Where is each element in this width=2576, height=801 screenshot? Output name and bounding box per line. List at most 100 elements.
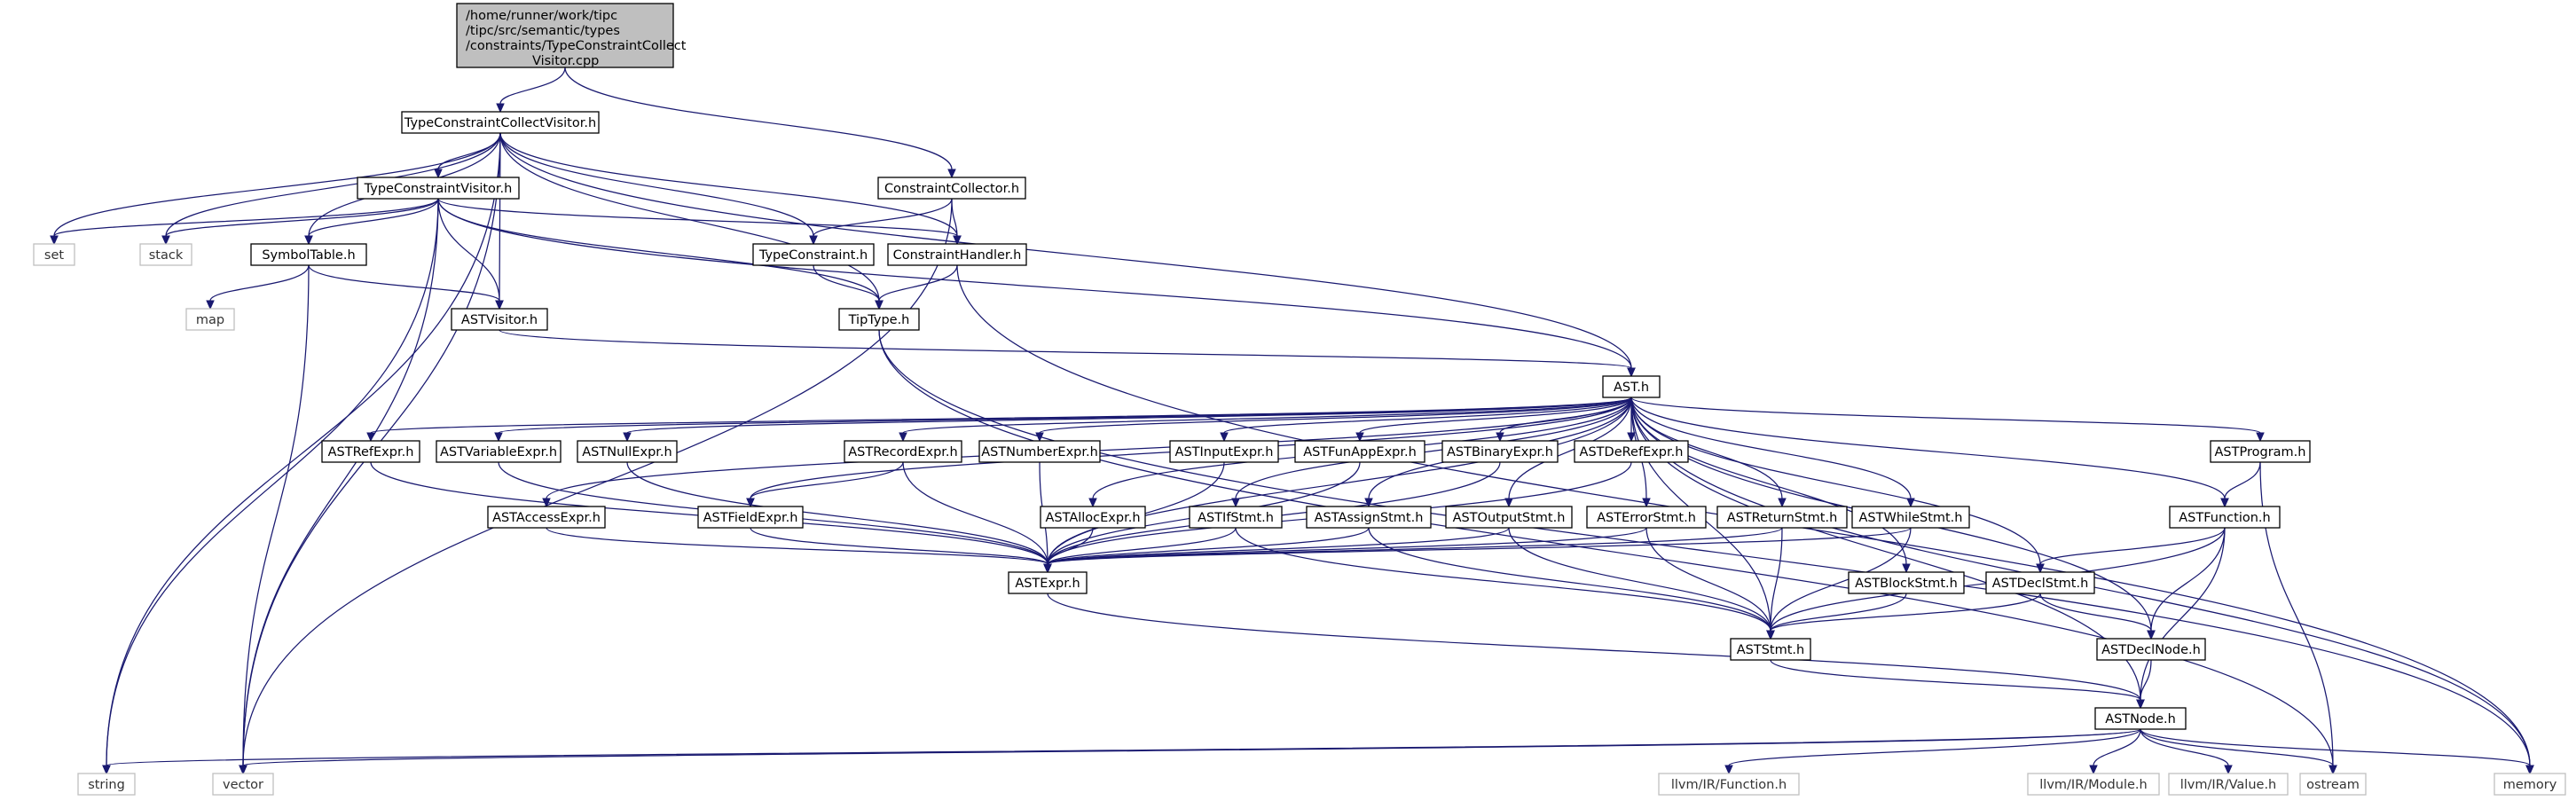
edge-line (1047, 527, 1647, 565)
node-astblockstmt-h[interactable]: ASTBlockStmt.h (1848, 571, 1965, 594)
edge-line (1770, 527, 1912, 632)
edge-line (308, 198, 439, 237)
edge-line (499, 132, 1632, 369)
edge-line (878, 329, 2531, 766)
node-astreturnstmt-h[interactable]: ASTReturnStmt.h (1716, 506, 1848, 529)
edge-root-to-tccv_h (496, 67, 566, 114)
node-astinputexpr-h[interactable]: ASTInputExpr.h (1169, 440, 1279, 463)
edge-line (499, 132, 814, 237)
edge-cc_h-to-tc_h (809, 198, 953, 246)
node-string[interactable]: string (77, 773, 136, 796)
edge-line (750, 461, 904, 499)
node-astrefexpr-h[interactable]: ASTRefExpr.h (321, 440, 420, 463)
edge-tcv_h-to-stack (161, 198, 439, 246)
edge-line (626, 397, 1632, 434)
node-astexpr-h[interactable]: ASTExpr.h (1008, 571, 1088, 594)
edge-arrowhead (2147, 630, 2156, 640)
node-astdeclstmt-h[interactable]: ASTDeclStmt.h (1985, 571, 2095, 594)
node-vector[interactable]: vector (212, 773, 274, 796)
node-astnullexpr-h[interactable]: ASTNullExpr.h (577, 440, 678, 463)
svg-text:llvm/IR/Value.h: llvm/IR/Value.h (2180, 778, 2277, 792)
edge-ifstmt-to-expr (1043, 527, 1237, 574)
node-astifstmt-h[interactable]: ASTIfStmt.h (1189, 506, 1283, 529)
node-astfunappexpr-h[interactable]: ASTFunAppExpr.h (1294, 440, 1425, 463)
node-astrecordexpr-h[interactable]: ASTRecordExpr.h (844, 440, 962, 463)
node-llvm-ir-function-h[interactable]: llvm/IR/Function.h (1658, 773, 1800, 796)
node-typeconstraintcollectvisitor-h[interactable]: TypeConstraintCollectVisitor.h (401, 111, 600, 134)
root-file-node[interactable]: /home/runner/work/tipc /tipc/src/semanti… (456, 3, 687, 68)
svg-text:ASTRefExpr.h: ASTRefExpr.h (328, 445, 414, 459)
node-astassignstmt-h[interactable]: ASTAssignStmt.h (1306, 506, 1432, 529)
node-aststmt-h[interactable]: ASTStmt.h (1730, 638, 1811, 661)
svg-text:ASTBlockStmt.h: ASTBlockStmt.h (1855, 577, 1958, 591)
edge-line (165, 132, 501, 237)
node-asterrorstmt-h[interactable]: ASTErrorStmt.h (1586, 506, 1707, 529)
node-llvm-ir-module-h[interactable]: llvm/IR/Module.h (2027, 773, 2160, 796)
edge-tcv_h-to-vector (239, 198, 439, 775)
edge-declnode-to-astnode (2136, 659, 2152, 710)
edge-fieldexpr-to-expr (750, 527, 1052, 574)
node-astbinaryexpr-h[interactable]: ASTBinaryExpr.h (1441, 440, 1559, 463)
node-typeconstraintvisitor-h[interactable]: TypeConstraintVisitor.h (357, 177, 520, 200)
svg-text:map: map (196, 313, 224, 327)
edge-tcv_h-to-ast (437, 198, 1636, 378)
edge-ch_h-to-tiptype (875, 264, 958, 310)
edge-arrowhead (161, 235, 170, 246)
svg-text:ASTAssignStmt.h: ASTAssignStmt.h (1315, 511, 1424, 525)
edge-line (499, 329, 1632, 369)
node-llvm-ir-value-h[interactable]: llvm/IR/Value.h (2168, 773, 2289, 796)
node-constraintcollector-h[interactable]: ConstraintCollector.h (877, 177, 1026, 200)
edge-line (242, 264, 310, 766)
edge-arrowhead (496, 103, 505, 114)
node-set[interactable]: set (33, 243, 75, 266)
edge-line (902, 461, 1048, 565)
edge-line (2140, 527, 2226, 701)
edge-ast-to-numexpr (1035, 397, 1632, 443)
edges-layer (50, 67, 2534, 775)
node-stack[interactable]: stack (139, 243, 192, 266)
edge-declstmt-to-stmt (1766, 593, 2041, 640)
edge-tcv_h-to-ch_h (437, 198, 962, 246)
node-astwhilestmt-h[interactable]: ASTWhileStmt.h (1851, 506, 1970, 529)
node-astprogram-h[interactable]: ASTProgram.h (2210, 440, 2311, 463)
node-tiptype-h[interactable]: TipType.h (838, 308, 920, 331)
node-astaccessexpr-h[interactable]: ASTAccessExpr.h (487, 506, 606, 529)
node-astfunction-h[interactable]: ASTFunction.h (2169, 506, 2281, 529)
edge-line (308, 264, 500, 302)
edge-line (499, 132, 958, 237)
node-map[interactable]: map (185, 308, 235, 331)
node-symboltable-h[interactable]: SymbolTable.h (250, 243, 367, 266)
edge-arrowhead (494, 432, 503, 443)
node-ast-h[interactable]: AST.h (1602, 375, 1661, 398)
node-astallocexpr-h[interactable]: ASTAllocExpr.h (1040, 506, 1146, 529)
node-astoutputstmt-h[interactable]: ASTOutputStmt.h (1445, 506, 1573, 529)
svg-text:ASTAccessExpr.h: ASTAccessExpr.h (492, 511, 601, 525)
edge-arrowhead (1766, 630, 1775, 640)
edge-line (878, 329, 2334, 766)
node-ostream[interactable]: ostream (2299, 773, 2367, 796)
edge-function-to-declnode (2147, 527, 2226, 640)
edge-arrowhead (953, 235, 962, 246)
node-astvariableexpr-h[interactable]: ASTVariableExpr.h (436, 440, 562, 463)
node-astvisitor-h[interactable]: ASTVisitor.h (451, 308, 548, 331)
edge-arrowhead (875, 300, 884, 310)
svg-text:llvm/IR/Module.h: llvm/IR/Module.h (2039, 778, 2147, 792)
node-astfieldexpr-h[interactable]: ASTFieldExpr.h (697, 506, 804, 529)
node-astnumberexpr-h[interactable]: ASTNumberExpr.h (978, 440, 1101, 463)
node-typeconstraint-h[interactable]: TypeConstraint.h (752, 243, 875, 266)
node-constrainthandler-h[interactable]: ConstraintHandler.h (887, 243, 1027, 266)
edge-line (1630, 397, 2226, 499)
svg-text:ASTDeclNode.h: ASTDeclNode.h (2101, 643, 2201, 657)
node-astderefexpr-h[interactable]: ASTDeRefExpr.h (1574, 440, 1689, 463)
edge-tccv_h-to-tc_h (499, 132, 818, 246)
svg-text:AST.h: AST.h (1614, 381, 1649, 395)
edge-line (1630, 397, 1912, 499)
edge-line (437, 132, 501, 170)
node-astdeclnode-h[interactable]: ASTDeclNode.h (2096, 638, 2206, 661)
node-astnode-h[interactable]: ASTNode.h (2094, 707, 2187, 730)
edge-line (2093, 728, 2141, 766)
edge-line (1630, 397, 2141, 701)
node-memory[interactable]: memory (2494, 773, 2566, 796)
edge-ast-to-declstmt (1630, 397, 2045, 574)
